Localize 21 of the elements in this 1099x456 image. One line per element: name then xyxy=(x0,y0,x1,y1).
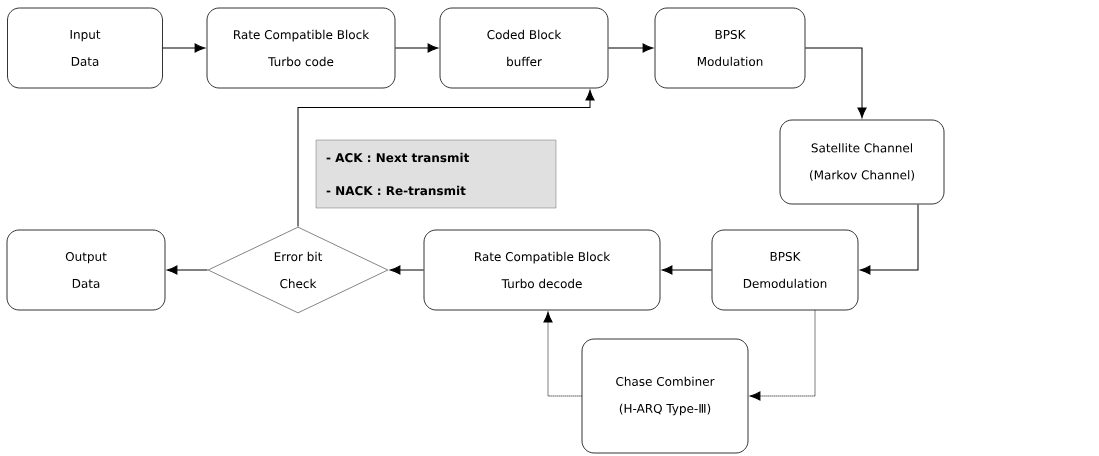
arrow xyxy=(859,203,919,275)
process-box: Output Data xyxy=(6,229,166,311)
process-box: Coded Block buffer xyxy=(439,7,609,89)
arrow xyxy=(607,43,654,53)
process-box: Rate Compatible Block Turbo decode xyxy=(423,229,661,311)
arrow xyxy=(543,311,583,397)
process-box: Chase Combiner (H-ARQ Type-Ⅲ) xyxy=(581,338,749,454)
arrow xyxy=(804,47,867,119)
arrow xyxy=(661,265,713,275)
arrow xyxy=(749,309,816,401)
process-box: BPSK Modulation xyxy=(654,7,806,89)
process-box: Rate Compatible Block Turbo code xyxy=(206,7,396,89)
process-box: BPSK Demodulation xyxy=(711,229,859,311)
arrow xyxy=(162,43,206,53)
arrow xyxy=(394,43,439,53)
arrow xyxy=(389,265,425,275)
process-box: Satellite Channel (Markov Channel) xyxy=(779,119,945,205)
arrow xyxy=(166,265,209,275)
arrow xyxy=(297,89,595,228)
note-box: - ACK : Next transmit - NACK : Re-transmit xyxy=(315,139,557,209)
process-box: Input Data xyxy=(7,7,163,89)
